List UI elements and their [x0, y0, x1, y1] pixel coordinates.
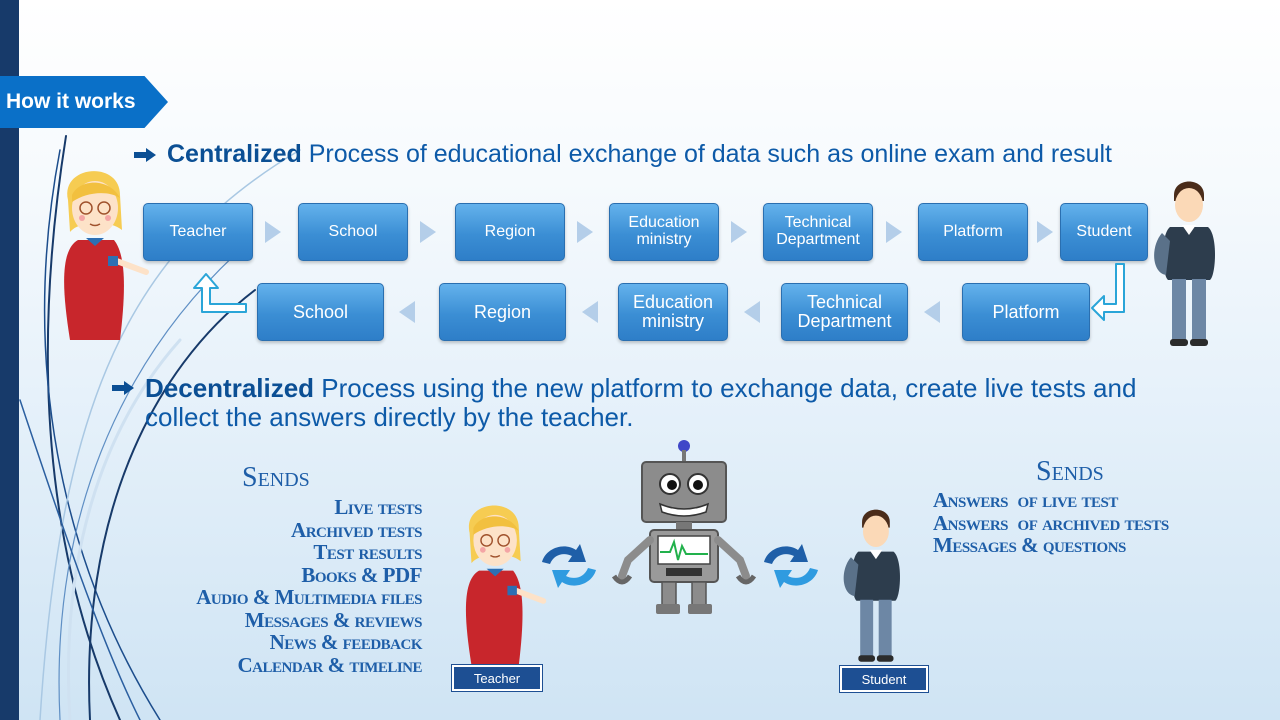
- student-label: Student: [839, 665, 929, 693]
- robot-icon: [612, 440, 757, 614]
- flow-node-technical-department: Technical Department: [763, 203, 873, 261]
- node-label: Technical Department: [776, 214, 860, 248]
- node-label: Region: [484, 222, 536, 240]
- teacher-label-text: Teacher: [473, 670, 521, 686]
- list-item: Audio & Multimedia files: [196, 585, 422, 609]
- u-turn-arrow-icon: [193, 273, 247, 313]
- chevron-right-icon: [886, 221, 902, 243]
- node-label: Platform: [943, 222, 1003, 240]
- how-it-works-tag: How it works: [0, 76, 168, 128]
- flow-node-technical-department-return: Technical Department: [781, 283, 908, 341]
- student-figure: [843, 509, 900, 662]
- chevron-right-icon: [1037, 221, 1053, 243]
- student-figure: [1154, 181, 1215, 346]
- flow-node-school-return: School: [257, 283, 384, 341]
- how-it-works-label: How it works: [6, 90, 136, 113]
- sends-title-text: Sends: [1036, 456, 1104, 487]
- list-item: Messages & questions: [933, 533, 1126, 557]
- chevron-left-icon: [924, 301, 940, 323]
- teacher-figure: [465, 505, 547, 666]
- teacher-label: Teacher: [451, 664, 543, 692]
- node-label: School: [292, 301, 349, 322]
- chevron-left-icon: [744, 301, 760, 323]
- teacher-sends-title: Sends: [242, 462, 310, 494]
- student-sends-list: Answers of live test Answers of archived…: [933, 489, 1169, 557]
- node-label: School: [328, 222, 378, 240]
- node-label: Education ministry: [632, 292, 714, 331]
- teacher-sends-list: Live tests Archived tests Test results B…: [196, 496, 422, 676]
- list-item: News & feedback: [269, 630, 423, 654]
- flow-node-region-return: Region: [439, 283, 566, 341]
- list-item: Archived tests: [291, 517, 422, 542]
- flow-node-platform-return: Platform: [962, 283, 1090, 341]
- list-item: Answers of live test: [933, 488, 1118, 512]
- list-item: Test results: [313, 540, 422, 564]
- student-label-text: Student: [861, 671, 907, 687]
- flow-node-teacher: Teacher: [143, 203, 253, 261]
- bullet-arrow-icon: [134, 148, 156, 162]
- list-item: Messages & reviews: [244, 607, 423, 632]
- flow-node-platform: Platform: [918, 203, 1028, 261]
- chevron-right-icon: [577, 221, 593, 243]
- u-turn-arrow-icon: [1091, 263, 1125, 321]
- node-label: Technical Department: [797, 292, 892, 331]
- flow-node-school: School: [298, 203, 408, 261]
- decentralized-bold: Decentralized: [145, 373, 315, 403]
- sidebar-strip: [0, 0, 19, 720]
- chevron-right-icon: [265, 221, 281, 243]
- list-item: Answers of archived tests: [933, 510, 1169, 535]
- chevron-right-icon: [420, 221, 436, 243]
- decentralized-heading: Decentralized Process using the new plat…: [145, 374, 1155, 432]
- centralized-heading: Centralized Process of educational excha…: [167, 140, 1257, 169]
- list-item: Books & PDF: [301, 562, 422, 587]
- sync-arrows-icon: [764, 544, 818, 588]
- flow-node-education-ministry: Education ministry: [609, 203, 719, 261]
- chevron-left-icon: [399, 301, 415, 323]
- node-label: Student: [1076, 222, 1132, 240]
- node-label: Platform: [992, 301, 1060, 322]
- list-item: Calendar & timeline: [237, 652, 422, 677]
- flow-node-education-ministry-return: Education ministry: [618, 283, 728, 341]
- flow-node-region: Region: [455, 203, 565, 261]
- chevron-right-icon: [731, 221, 747, 243]
- centralized-bold: Centralized: [167, 140, 302, 168]
- chevron-left-icon: [582, 301, 598, 323]
- sends-title-text: Sends: [242, 462, 310, 493]
- decentralized-text: Process using the new platform to exchan…: [145, 373, 1137, 432]
- student-sends-title: Sends: [1036, 456, 1104, 488]
- sync-arrows-icon: [542, 544, 596, 588]
- teacher-figure: [64, 171, 149, 340]
- node-label: Teacher: [169, 222, 227, 240]
- bullet-arrow-icon: [112, 381, 134, 395]
- list-item: Live tests: [334, 495, 422, 519]
- node-label: Region: [473, 301, 532, 322]
- node-label: Education ministry: [628, 214, 700, 248]
- flow-node-student: Student: [1060, 203, 1148, 261]
- centralized-text: Process of educational exchange of data …: [301, 140, 1112, 168]
